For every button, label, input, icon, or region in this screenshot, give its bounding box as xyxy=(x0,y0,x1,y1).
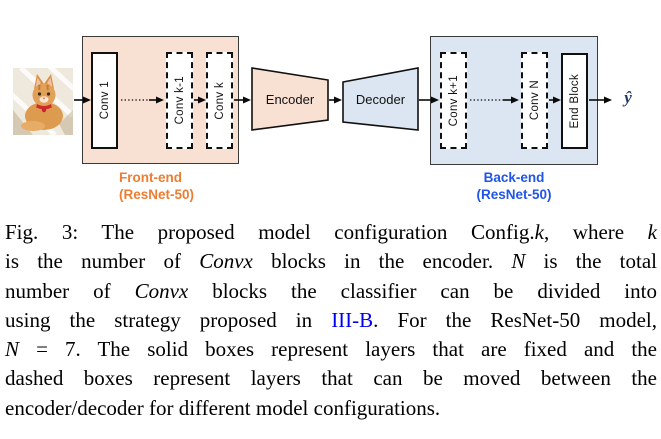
caption-math: k xyxy=(534,220,544,244)
conv-1-block: Conv 1 xyxy=(91,52,118,149)
caption-text: encoder/decoder for different model conf… xyxy=(5,395,441,420)
output-yhat-symbol: ŷ xyxy=(624,88,632,107)
caption-math: k xyxy=(647,220,657,244)
decoder-label: Decoder xyxy=(355,92,406,107)
conv-k-1-label: Conv k-1 xyxy=(173,76,186,125)
front-end-caption-line2: (ResNet-50) xyxy=(119,186,195,202)
caption-text: Fig. 3: The proposed model configuration… xyxy=(5,220,535,244)
caption-text: . For the ResNet-50 model, xyxy=(373,307,657,332)
conv-k-block: Conv k xyxy=(206,52,233,149)
conv-k-plus-1-label: Conv k+1 xyxy=(447,74,460,127)
end-block-label: End Block xyxy=(568,73,581,129)
caption-line-4: using the strategy proposed in III-B. Fo… xyxy=(5,306,657,335)
encoder-label: Encoder xyxy=(265,92,315,107)
model-architecture-diagram: Conv 1 Conv k-1 Conv k Encoder Decoder C… xyxy=(0,0,661,214)
caption-line-2: is the number of Convx blocks in the enc… xyxy=(5,247,657,276)
input-cat-image xyxy=(13,68,73,135)
caption-math: N xyxy=(5,337,20,362)
caption-math: Convx xyxy=(134,278,189,303)
back-end-caption: Back-end (ResNet-50) xyxy=(430,170,598,203)
back-end-caption-line2: (ResNet-50) xyxy=(476,186,552,202)
end-block: End Block xyxy=(561,53,588,149)
caption-text: = 7. The solid boxes represent layers th… xyxy=(19,337,657,362)
caption-math: Convx xyxy=(199,249,253,274)
caption-text: blocks in the encoder. xyxy=(252,249,512,274)
conv-n-block: Conv N xyxy=(521,52,548,149)
section-reference-link[interactable]: III-B xyxy=(331,307,374,332)
caption-text: dashed boxes represent layers that can b… xyxy=(5,366,657,391)
caption-text: using the strategy proposed in xyxy=(5,307,332,332)
conv-k-1-block: Conv k-1 xyxy=(166,52,193,149)
caption-text: is the total xyxy=(525,249,657,274)
front-end-caption-line1: Front-end xyxy=(119,170,182,185)
decoder-shape xyxy=(342,67,419,131)
conv-k-plus-1-block: Conv k+1 xyxy=(440,52,467,149)
caption-line-3: number of Convx blocks the classifier ca… xyxy=(5,277,657,306)
conv-1-label: Conv 1 xyxy=(98,81,111,120)
figure-caption: Fig. 3: The proposed model configuration… xyxy=(5,218,657,423)
caption-text: blocks the classifier can be divided int… xyxy=(188,278,657,303)
caption-line-6: dashed boxes represent layers that can b… xyxy=(5,364,657,393)
caption-text: number of xyxy=(5,278,135,303)
caption-text: is the number of xyxy=(5,249,200,274)
encoder-shape xyxy=(251,67,329,131)
back-end-caption-line1: Back-end xyxy=(483,170,545,185)
caption-math: N xyxy=(511,249,526,274)
caption-line-7: encoder/decoder for different model conf… xyxy=(5,394,657,423)
caption-text: , where xyxy=(543,220,648,244)
front-end-caption: Front-end (ResNet-50) xyxy=(119,170,194,203)
conv-k-label: Conv k xyxy=(213,81,226,120)
conv-n-label: Conv N xyxy=(528,80,541,121)
caption-line-5: N = 7. The solid boxes represent layers … xyxy=(5,335,657,364)
caption-line-1: Fig. 3: The proposed model configuration… xyxy=(5,218,657,247)
